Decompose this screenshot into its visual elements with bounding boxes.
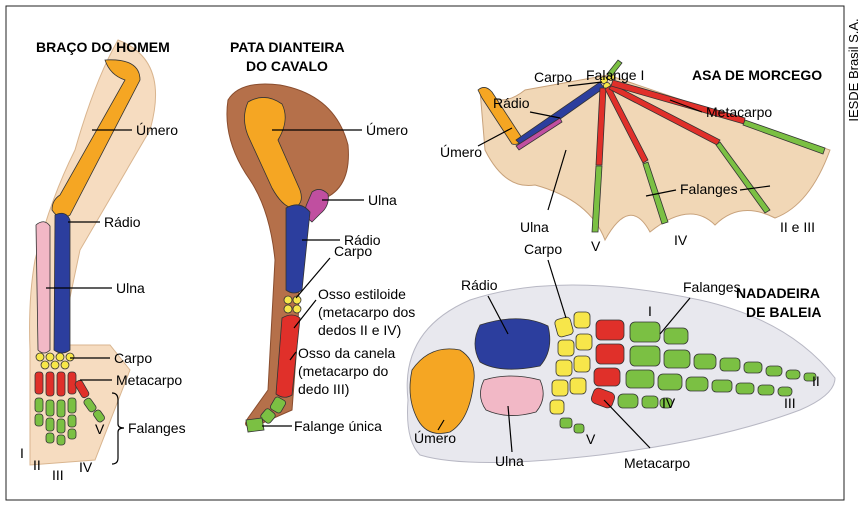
bat-iv-label: IV: [674, 232, 688, 248]
human-falanges-label: Falanges: [128, 420, 186, 436]
horse-ulna-label: Ulna: [368, 192, 397, 208]
horse-umero-label: Úmero: [366, 122, 408, 138]
whale-iv-label: IV: [662, 395, 676, 411]
human-radio-label: Rádio: [104, 214, 141, 230]
whale-i-label: I: [648, 303, 652, 319]
bat-ii-iii-label: II e III: [780, 219, 815, 235]
human-digit-i: I: [20, 445, 24, 461]
bat-title: ASA DE MORCEGO: [692, 67, 822, 83]
whale-umero-label: Úmero: [414, 430, 456, 446]
bat-ulna-label: Ulna: [520, 219, 549, 235]
human-umero-label: Úmero: [136, 122, 178, 138]
horse-falange-label: Falange única: [294, 418, 382, 434]
horse-canela-line2: (metacarpo do: [298, 363, 388, 379]
horse-title-line2: DO CAVALO: [246, 58, 328, 74]
human-digit-ii: II: [33, 457, 41, 473]
horse-carpo-label: Carpo: [334, 243, 372, 259]
horse-estiloide-line3: dedos II e IV): [318, 322, 401, 338]
whale-title-line1: NADADEIRA: [736, 285, 820, 301]
whale-metacarpo-label: Metacarpo: [624, 455, 690, 471]
whale-ulna-label: Ulna: [495, 453, 524, 469]
whale-v-label: V: [586, 431, 596, 447]
whale-radius: [475, 319, 550, 369]
whale-carpo-label: Carpo: [524, 241, 562, 257]
credit-text: IESDE Brasil S.A.: [846, 18, 861, 121]
whale-radio-label: Rádio: [461, 277, 498, 293]
whale-ulna: [480, 376, 543, 416]
bat-metacarpo-label: Metacarpo: [706, 104, 772, 120]
bat-umero-label: Úmero: [440, 144, 482, 160]
whale-iii-label: III: [784, 395, 796, 411]
bat-radio-label: Rádio: [493, 95, 530, 111]
human-digit-iv: IV: [79, 459, 93, 475]
horse-canela-line3: dedo III): [298, 381, 349, 397]
human-ulna-label: Ulna: [116, 280, 145, 296]
bat-falange-label: Falange I: [586, 67, 644, 83]
human-digit-iii: III: [52, 467, 64, 483]
human-radius: [54, 213, 70, 353]
bat-falanges-label: Falanges: [680, 181, 738, 197]
whale-title-line2: DE BALEIA: [746, 304, 821, 320]
human-title: BRAÇO DO HOMEM: [36, 39, 170, 55]
human-metacarpo-label: Metacarpo: [116, 372, 182, 388]
bat-carpo-label: Carpo: [534, 69, 572, 85]
whale-falanges-label: Falanges: [683, 279, 741, 295]
human-digit-v: V: [95, 421, 105, 437]
human-carpo-label: Carpo: [114, 350, 152, 366]
whale-ii-label: II: [812, 373, 820, 389]
bat-v-label: V: [591, 238, 601, 254]
horse-estiloide-line2: (metacarpo dos: [318, 304, 415, 320]
horse-estiloide-line1: Osso estiloide: [318, 286, 406, 302]
horse-canela-line1: Osso da canela: [298, 345, 395, 361]
human-ulna: [36, 222, 50, 353]
horse-title-line1: PATA DIANTEIRA: [230, 39, 345, 55]
